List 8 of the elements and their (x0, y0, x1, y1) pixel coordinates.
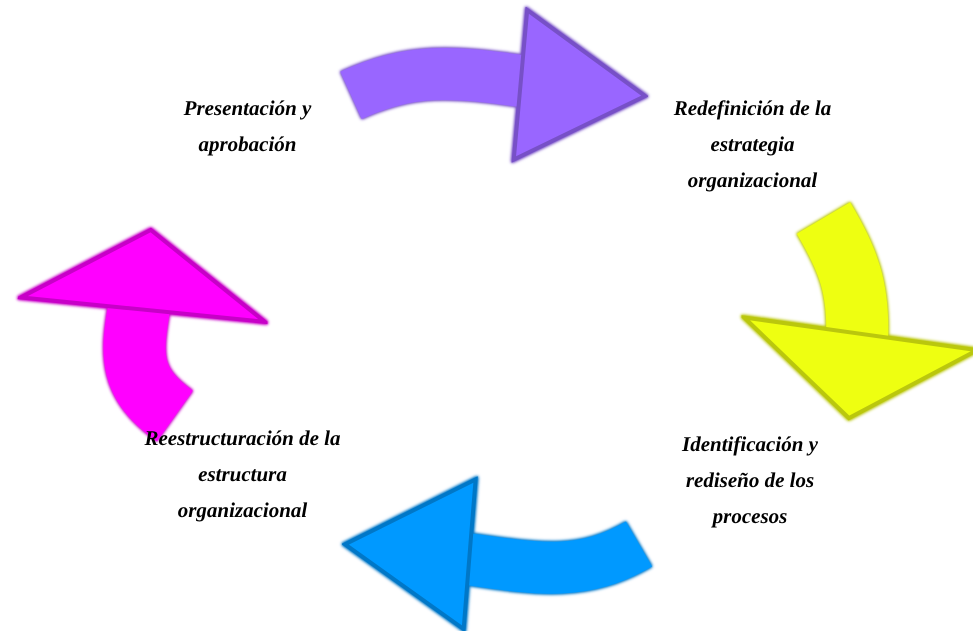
step-label: Presentación y aprobación (182, 95, 312, 158)
curved-block-arrow (742, 202, 973, 422)
curved-block-arrow (18, 226, 265, 440)
step-label: Redefinición de la estrategia organizacional (672, 95, 832, 194)
curved-block-arrow (341, 6, 648, 160)
step-label: Reestructuración de la estructura organizacional (143, 425, 342, 524)
step-label: Identificación y rediseño de los procesos (680, 431, 819, 530)
curved-block-arrow (342, 479, 651, 631)
